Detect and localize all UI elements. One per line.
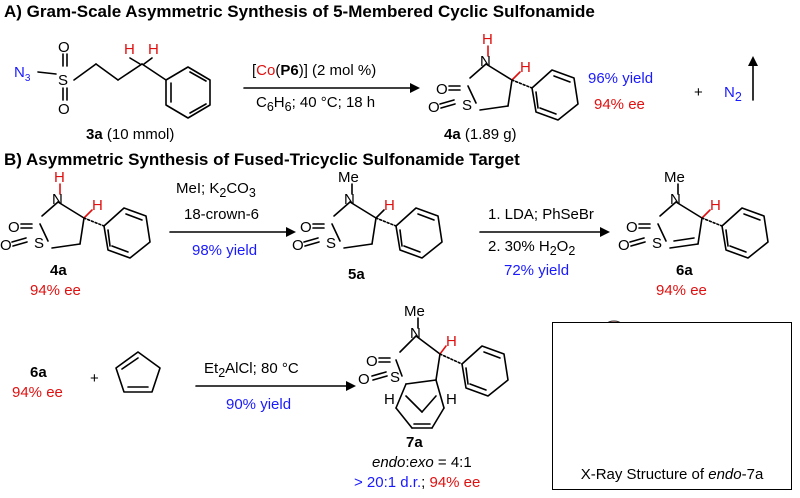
atom-h-4a-a-ch: H: [520, 59, 531, 76]
molecule-5a: [303, 183, 443, 259]
atom-n3-3a: N3: [14, 64, 31, 84]
step1-additive: 18-crown-6: [184, 206, 260, 223]
yield-4a: 96% yield: [588, 70, 654, 87]
atom-n-5a: N: [344, 191, 355, 208]
atom-o-3a-bottom: O: [58, 101, 70, 118]
label-7a: 7a: [406, 434, 423, 451]
label-6a: 6a: [676, 262, 693, 279]
atom-h-5a: H: [384, 197, 395, 214]
catalyst-label: [Co(P6)] (2 mol %): [252, 62, 377, 79]
step1-reagents: MeI; K2CO3: [176, 180, 256, 200]
atom-o-5a-2: O: [292, 237, 304, 254]
step2-yield: 72% yield: [504, 262, 570, 279]
ee-6a-reactant: 94% ee: [12, 384, 63, 401]
atom-n-4a-b: N: [52, 191, 63, 208]
atom-n-6a: N: [670, 191, 681, 208]
xray-caption: X-Ray Structure of endo-7a: [580, 466, 764, 483]
molecule-6a: [629, 183, 769, 259]
step2-reagents-1: 1. LDA; PhSeBr: [488, 206, 594, 223]
atom-n-7a: N: [410, 325, 421, 342]
section-a-title: A) Gram-Scale Asymmetric Synthesis of 5-…: [4, 2, 595, 21]
atom-s-7a: S: [390, 369, 400, 386]
atom-h-7a: H: [446, 333, 457, 350]
plus-b: +: [90, 370, 99, 387]
atom-o-6a-1: O: [626, 219, 638, 236]
label-3a: 3a (10 mmol): [86, 126, 175, 143]
molecule-7a: [371, 317, 509, 429]
dr-ee-7a: > 20:1 d.r.; 94% ee: [354, 474, 481, 491]
atom-o-6a-2: O: [618, 237, 630, 254]
atom-s-4a-a: S: [462, 97, 472, 114]
molecule-3a: [37, 53, 211, 119]
cyclopentadiene: [115, 351, 161, 393]
label-6a-reactant: 6a: [30, 364, 47, 381]
atom-h-6a: H: [710, 197, 721, 214]
atom-h-3a-left: H: [124, 41, 135, 58]
atom-s-5a: S: [326, 235, 336, 252]
step3-yield: 90% yield: [226, 396, 292, 413]
atom-o-7a-2: O: [358, 371, 370, 388]
label-4a-start: 4a: [50, 262, 67, 279]
section-b-title: B) Asymmetric Synthesis of Fused-Tricycl…: [4, 150, 520, 169]
atom-o-4a-a-1: O: [436, 81, 448, 98]
atom-h-7a-right: H: [446, 391, 457, 408]
plus-a: +: [694, 84, 703, 101]
ee-6a: 94% ee: [656, 282, 707, 299]
label-4a-product: 4a (1.89 g): [444, 126, 517, 143]
ee-4a-start: 94% ee: [30, 282, 81, 299]
atom-s-4a-b: S: [34, 235, 44, 252]
atom-h-7a-left: H: [384, 391, 395, 408]
molecule-4a-product: [439, 45, 579, 121]
atom-s-3a: S: [58, 72, 68, 89]
atom-me-7a: Me: [404, 303, 425, 320]
atom-h-3a-right: H: [148, 41, 159, 58]
atom-h-4a-a-nh: H: [482, 31, 493, 48]
conditions-a-label: C6H6; 40 °C; 18 h: [256, 94, 376, 114]
label-5a: 5a: [348, 266, 365, 283]
xray-panel: X-Ray Structure of endo-7a: [552, 322, 792, 490]
atom-n-4a-a: N: [480, 53, 491, 70]
atom-me-6a: Me: [664, 169, 685, 186]
atom-o-5a-1: O: [300, 219, 312, 236]
nitrogen-byproduct: N2: [724, 84, 742, 104]
atom-o-3a-top: O: [58, 39, 70, 56]
atom-s-6a: S: [652, 235, 662, 252]
atom-o-4a-b-2: O: [0, 237, 12, 254]
atom-o-4a-a-2: O: [428, 99, 440, 116]
atom-o-7a-1: O: [366, 353, 378, 370]
atom-h-4a-b-ch: H: [92, 197, 103, 214]
step1-yield: 98% yield: [192, 242, 258, 259]
step2-reagents-2: 2. 30% H2O2: [488, 238, 576, 258]
atom-o-4a-b-1: O: [8, 219, 20, 236]
step3-reagents: Et2AlCl; 80 °C: [204, 360, 299, 380]
atom-h-4a-b-nh: H: [54, 169, 65, 186]
endo-exo-ratio: endo:exo = 4:1: [372, 454, 472, 471]
molecule-4a-start: [11, 183, 151, 259]
atom-me-5a: Me: [338, 169, 359, 186]
ee-4a: 94% ee: [594, 96, 645, 113]
